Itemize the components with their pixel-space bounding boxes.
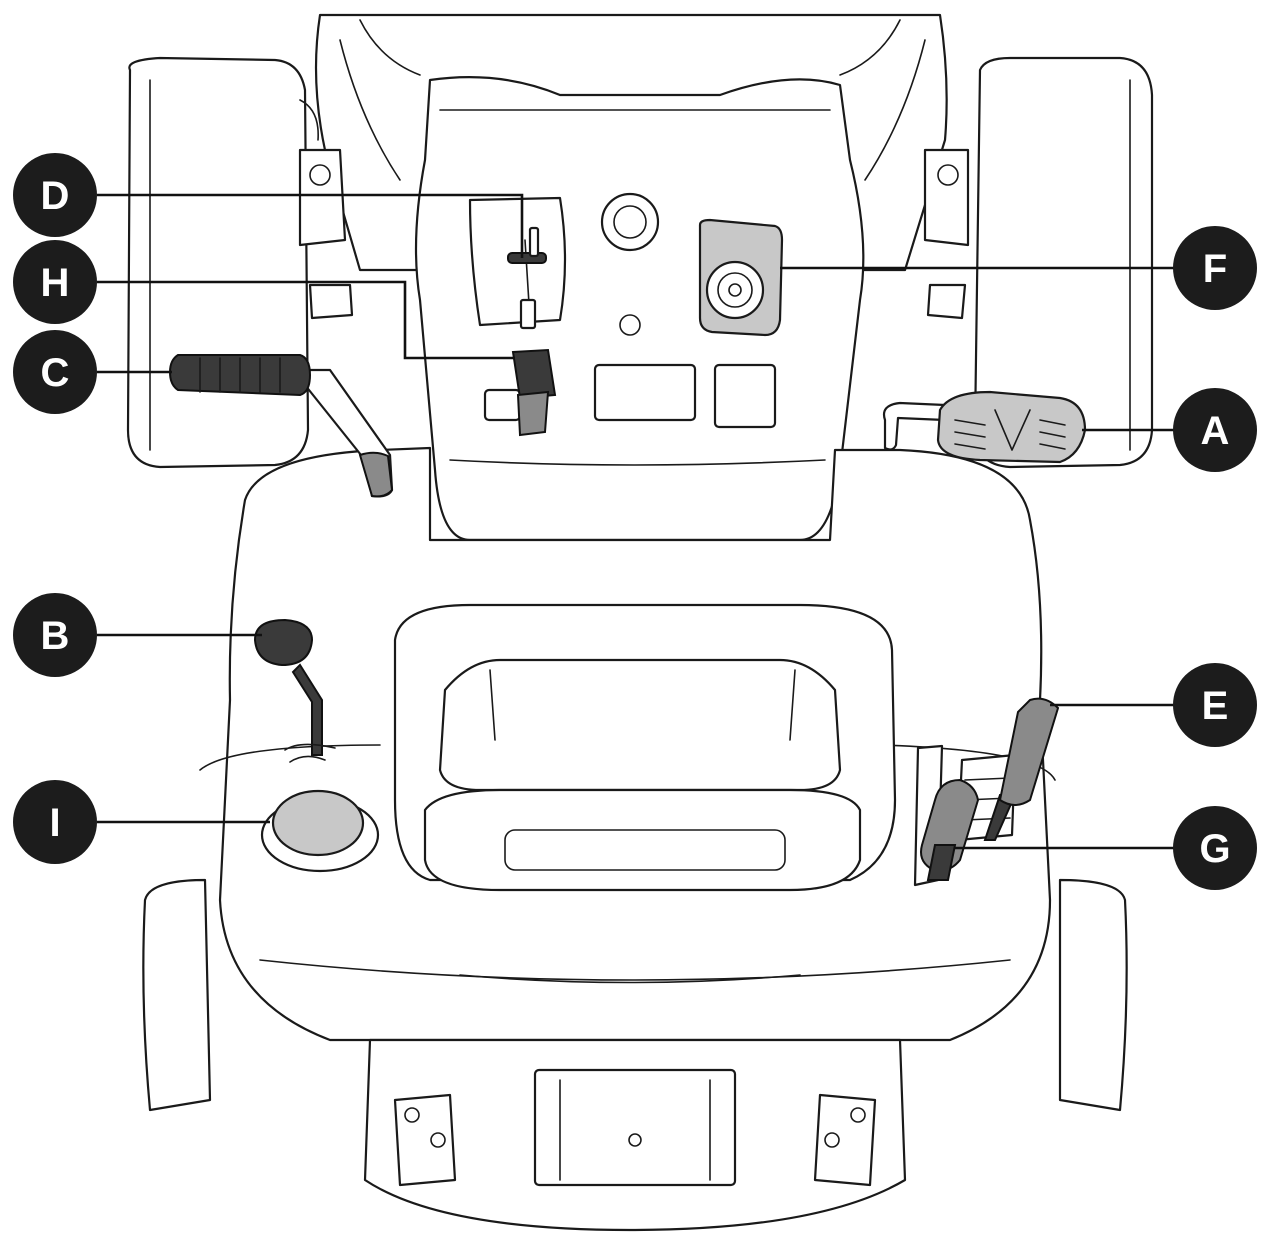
callout-h-circle xyxy=(13,240,97,324)
gear-shift-lever xyxy=(253,618,336,763)
deck-lift-lever xyxy=(168,354,394,498)
callout-d-label: D xyxy=(41,174,70,218)
mower-speed-lever xyxy=(920,778,980,881)
seat xyxy=(393,603,897,892)
callout-h: H xyxy=(13,240,97,324)
fender-mounts xyxy=(298,148,970,320)
left-rear-wheel xyxy=(126,56,319,469)
callout-c-circle xyxy=(13,330,97,414)
fuel-cap xyxy=(260,789,380,873)
callout-a: A xyxy=(1173,388,1257,472)
callout-g: G xyxy=(1173,806,1257,890)
callout-i-circle xyxy=(13,780,97,864)
callout-b-circle xyxy=(13,593,97,677)
callout-h-label: H xyxy=(41,261,70,305)
callout-i-label: I xyxy=(49,801,60,845)
dashboard-panel xyxy=(414,76,865,542)
callout-d: D xyxy=(13,153,97,237)
callout-f-circle xyxy=(1173,226,1257,310)
callout-i: I xyxy=(13,780,97,864)
pto-switch xyxy=(511,348,557,437)
callout-a-label: A xyxy=(1201,409,1230,453)
throttle-lever xyxy=(507,226,547,330)
callout-f: F xyxy=(1173,226,1257,310)
callout-a-circle xyxy=(1173,388,1257,472)
ignition-switch xyxy=(698,218,784,337)
callout-b: B xyxy=(13,593,97,677)
callout-c-label: C xyxy=(41,351,70,395)
callout-b-label: B xyxy=(41,614,70,658)
callout-e-circle xyxy=(1173,663,1257,747)
callout-markers: A B C D E F G H I xyxy=(13,153,1257,890)
callout-c: C xyxy=(13,330,97,414)
callout-e: E xyxy=(1173,663,1257,747)
callout-d-circle xyxy=(13,153,97,237)
rear-frame xyxy=(363,1038,907,1232)
callout-f-label: F xyxy=(1203,247,1227,291)
callout-e-label: E xyxy=(1202,684,1229,728)
brake-pedal xyxy=(882,390,1087,464)
leader-d xyxy=(97,193,524,258)
callout-g-label: G xyxy=(1199,827,1230,871)
callout-g-circle xyxy=(1173,806,1257,890)
leader-lines xyxy=(97,193,1178,850)
leader-h xyxy=(97,280,515,360)
